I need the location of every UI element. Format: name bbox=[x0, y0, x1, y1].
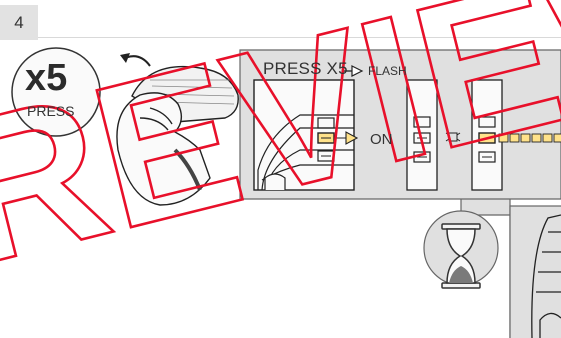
hourglass-icon bbox=[441, 223, 481, 289]
on-arrow bbox=[334, 131, 359, 145]
press-label: PRESS bbox=[27, 103, 75, 119]
receiver-box bbox=[253, 79, 355, 191]
top-divider bbox=[38, 37, 561, 38]
press-instruction: PRESS X5 bbox=[263, 59, 348, 78]
hand-with-remote bbox=[116, 65, 239, 206]
flash-switch-column bbox=[471, 79, 503, 191]
flash-arrow-icon bbox=[343, 65, 364, 77]
press-count: x5 bbox=[25, 57, 68, 99]
step-number: 4 bbox=[14, 12, 24, 32]
step-number-badge: 4 bbox=[0, 5, 38, 40]
lower-panel bbox=[509, 205, 561, 338]
on-switch-column bbox=[406, 79, 438, 191]
on-label: ON bbox=[370, 131, 393, 148]
flash-signal-chain bbox=[498, 133, 561, 143]
lower-receiver bbox=[531, 214, 561, 338]
flash-indicator-icon bbox=[445, 132, 461, 142]
flash-label: FLASH bbox=[368, 64, 407, 78]
press-count-circle bbox=[11, 47, 101, 137]
